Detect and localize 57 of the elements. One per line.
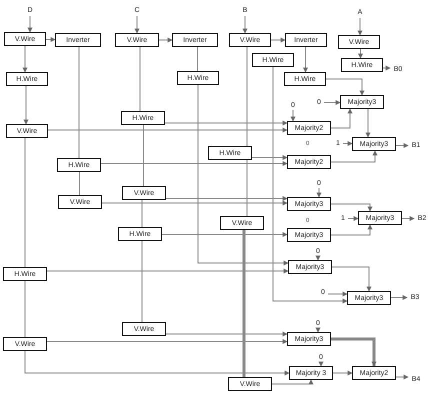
arrow — [331, 338, 376, 367]
arrow — [100, 161, 288, 166]
arrow — [348, 216, 359, 221]
arrow — [330, 224, 372, 236]
arrow — [48, 128, 288, 132]
arrow — [28, 16, 32, 33]
wire-line — [78, 46, 80, 158]
arrow — [252, 155, 288, 160]
arrow — [324, 100, 341, 105]
arrow — [316, 256, 320, 261]
wire-line — [242, 230, 246, 377]
arrow — [330, 108, 352, 128]
arrow — [24, 86, 28, 125]
arrow — [342, 141, 353, 146]
wire-line — [143, 124, 144, 186]
arrow — [326, 78, 364, 96]
arrow — [396, 143, 409, 148]
arrow — [166, 196, 288, 201]
arrow — [46, 339, 288, 344]
arrow — [198, 84, 289, 266]
arrow — [358, 48, 363, 59]
arrow — [316, 188, 322, 198]
arrow — [134, 16, 140, 34]
arrow — [332, 266, 372, 292]
arrow — [24, 350, 290, 376]
arrow — [102, 200, 288, 206]
arrow — [366, 108, 370, 138]
arrow — [396, 374, 409, 380]
arrow — [330, 150, 378, 162]
arrow — [332, 370, 353, 376]
arrow — [390, 295, 408, 300]
wire-line — [24, 138, 26, 268]
wire-line — [246, 160, 248, 216]
wire-line — [79, 172, 80, 196]
arrow — [272, 66, 348, 304]
arrow — [316, 328, 320, 333]
arrow — [166, 332, 288, 336]
arrow — [318, 362, 324, 367]
wire-line — [24, 280, 26, 338]
arrow — [303, 46, 308, 73]
arrow — [330, 204, 372, 212]
arrow — [290, 110, 296, 122]
wire-line — [197, 46, 198, 72]
arrow — [402, 216, 415, 221]
arrow — [46, 268, 289, 274]
arrow — [162, 232, 288, 237]
arrow — [272, 379, 314, 384]
arrow — [164, 120, 288, 126]
arrow — [328, 292, 348, 296]
arrow — [158, 38, 173, 42]
arrow — [242, 16, 248, 34]
arrow — [358, 18, 362, 36]
arrow — [46, 37, 56, 42]
wire-line — [246, 46, 248, 146]
arrow — [382, 66, 391, 70]
arrow — [22, 46, 28, 73]
arrow — [270, 38, 286, 42]
